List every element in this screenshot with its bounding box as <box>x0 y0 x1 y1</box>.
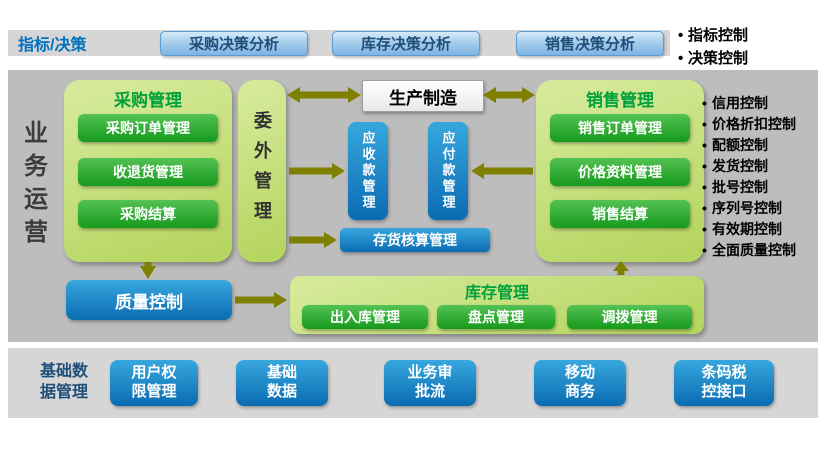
arrow-quality-warehouse-icon <box>235 292 287 308</box>
sales-decision-analysis-button: 销售决策分析 <box>516 31 664 56</box>
payable-box: 应付款管理 <box>428 122 468 220</box>
base-data-label: 基础数 据管理 <box>39 363 88 401</box>
arrow-to-inventory-accounting-icon <box>289 232 337 248</box>
user-permission-button: 用户权 限管理 <box>110 360 198 406</box>
transfer-button: 调拨管理 <box>567 305 692 329</box>
arrow-procurement-quality-icon <box>140 262 156 279</box>
bullet-item-validity-control: 有效期控制 <box>702 219 796 240</box>
sales-order-management-button: 销售订单管理 <box>550 114 690 142</box>
approval-flow-button: 业务审 批流 <box>384 360 476 406</box>
bullet-item-indicator-control: 指标控制 <box>678 24 748 47</box>
bullet-item-total-quality-control: 全面质量控制 <box>702 240 796 261</box>
outsourcing-label: 委外管理 <box>252 111 272 231</box>
mobile-commerce-button: 移动 商务 <box>534 360 626 406</box>
base-data-button: 基础 数据 <box>236 360 328 406</box>
arrow-outsourcing-production-icon <box>287 87 361 103</box>
payable-label: 应付款管理 <box>440 131 456 211</box>
purchase-order-management-button: 采购订单管理 <box>78 114 218 142</box>
receipt-return-management-button: 收退货管理 <box>78 158 218 186</box>
business-operations-label: 业务运营 <box>19 120 47 252</box>
quality-control-box: 质量控制 <box>66 280 232 320</box>
procurement-title: 采购管理 <box>114 91 182 110</box>
receivable-label: 应收款管理 <box>360 131 376 211</box>
receivable-box: 应收款管理 <box>348 122 388 220</box>
price-data-management-button: 价格资料管理 <box>550 158 690 186</box>
warehouse-panel: 库存管理 出入库管理 盘点管理 调拨管理 <box>290 276 704 334</box>
purchase-decision-analysis-button: 采购决策分析 <box>160 31 308 56</box>
sales-title: 销售管理 <box>586 91 654 110</box>
bullet-item-decision-control: 决策控制 <box>678 47 748 70</box>
in-out-warehouse-button: 出入库管理 <box>302 305 428 329</box>
bullet-item-quota-control: 配额控制 <box>702 135 796 156</box>
production-label: 生产制造 <box>389 88 457 108</box>
sales-settlement-button: 销售结算 <box>550 200 690 228</box>
warehouse-title: 库存管理 <box>464 285 529 302</box>
procurement-panel: 采购管理 采购订单管理 收退货管理 采购结算 <box>64 80 232 262</box>
bullet-item-shipping-control: 发货控制 <box>702 156 796 177</box>
business-operations-label-wrap: 业务运营 <box>14 100 52 272</box>
bullet-item-batch-control: 批号控制 <box>702 177 796 198</box>
sales-panel: 销售管理 销售订单管理 价格资料管理 销售结算 <box>536 80 704 262</box>
bullet-item-credit-control: 信用控制 <box>702 93 796 114</box>
top-bar-label: 指标/决策 <box>18 37 87 54</box>
bullet-item-serial-control: 序列号控制 <box>702 198 796 219</box>
arrow-production-sales-icon <box>483 87 535 103</box>
production-box: 生产制造 <box>362 80 484 112</box>
outsourcing-panel: 委外管理 <box>238 80 286 262</box>
inventory-decision-analysis-button: 库存决策分析 <box>332 31 480 56</box>
arrow-to-receivable-icon <box>289 163 345 179</box>
bullet-item-price-discount-control: 价格折扣控制 <box>702 114 796 135</box>
arrow-to-payable-icon <box>471 163 533 179</box>
top-control-list: 指标控制 决策控制 <box>678 24 748 70</box>
sales-control-list: 信用控制 价格折扣控制 配额控制 发货控制 批号控制 序列号控制 有效期控制 全… <box>702 93 796 261</box>
purchase-settlement-button: 采购结算 <box>78 200 218 228</box>
inventory-accounting-box: 存货核算管理 <box>340 228 490 252</box>
barcode-tax-interface-button: 条码税 控接口 <box>674 360 774 406</box>
stocktaking-button: 盘点管理 <box>437 305 555 329</box>
arrow-warehouse-sales-icon <box>613 261 629 275</box>
